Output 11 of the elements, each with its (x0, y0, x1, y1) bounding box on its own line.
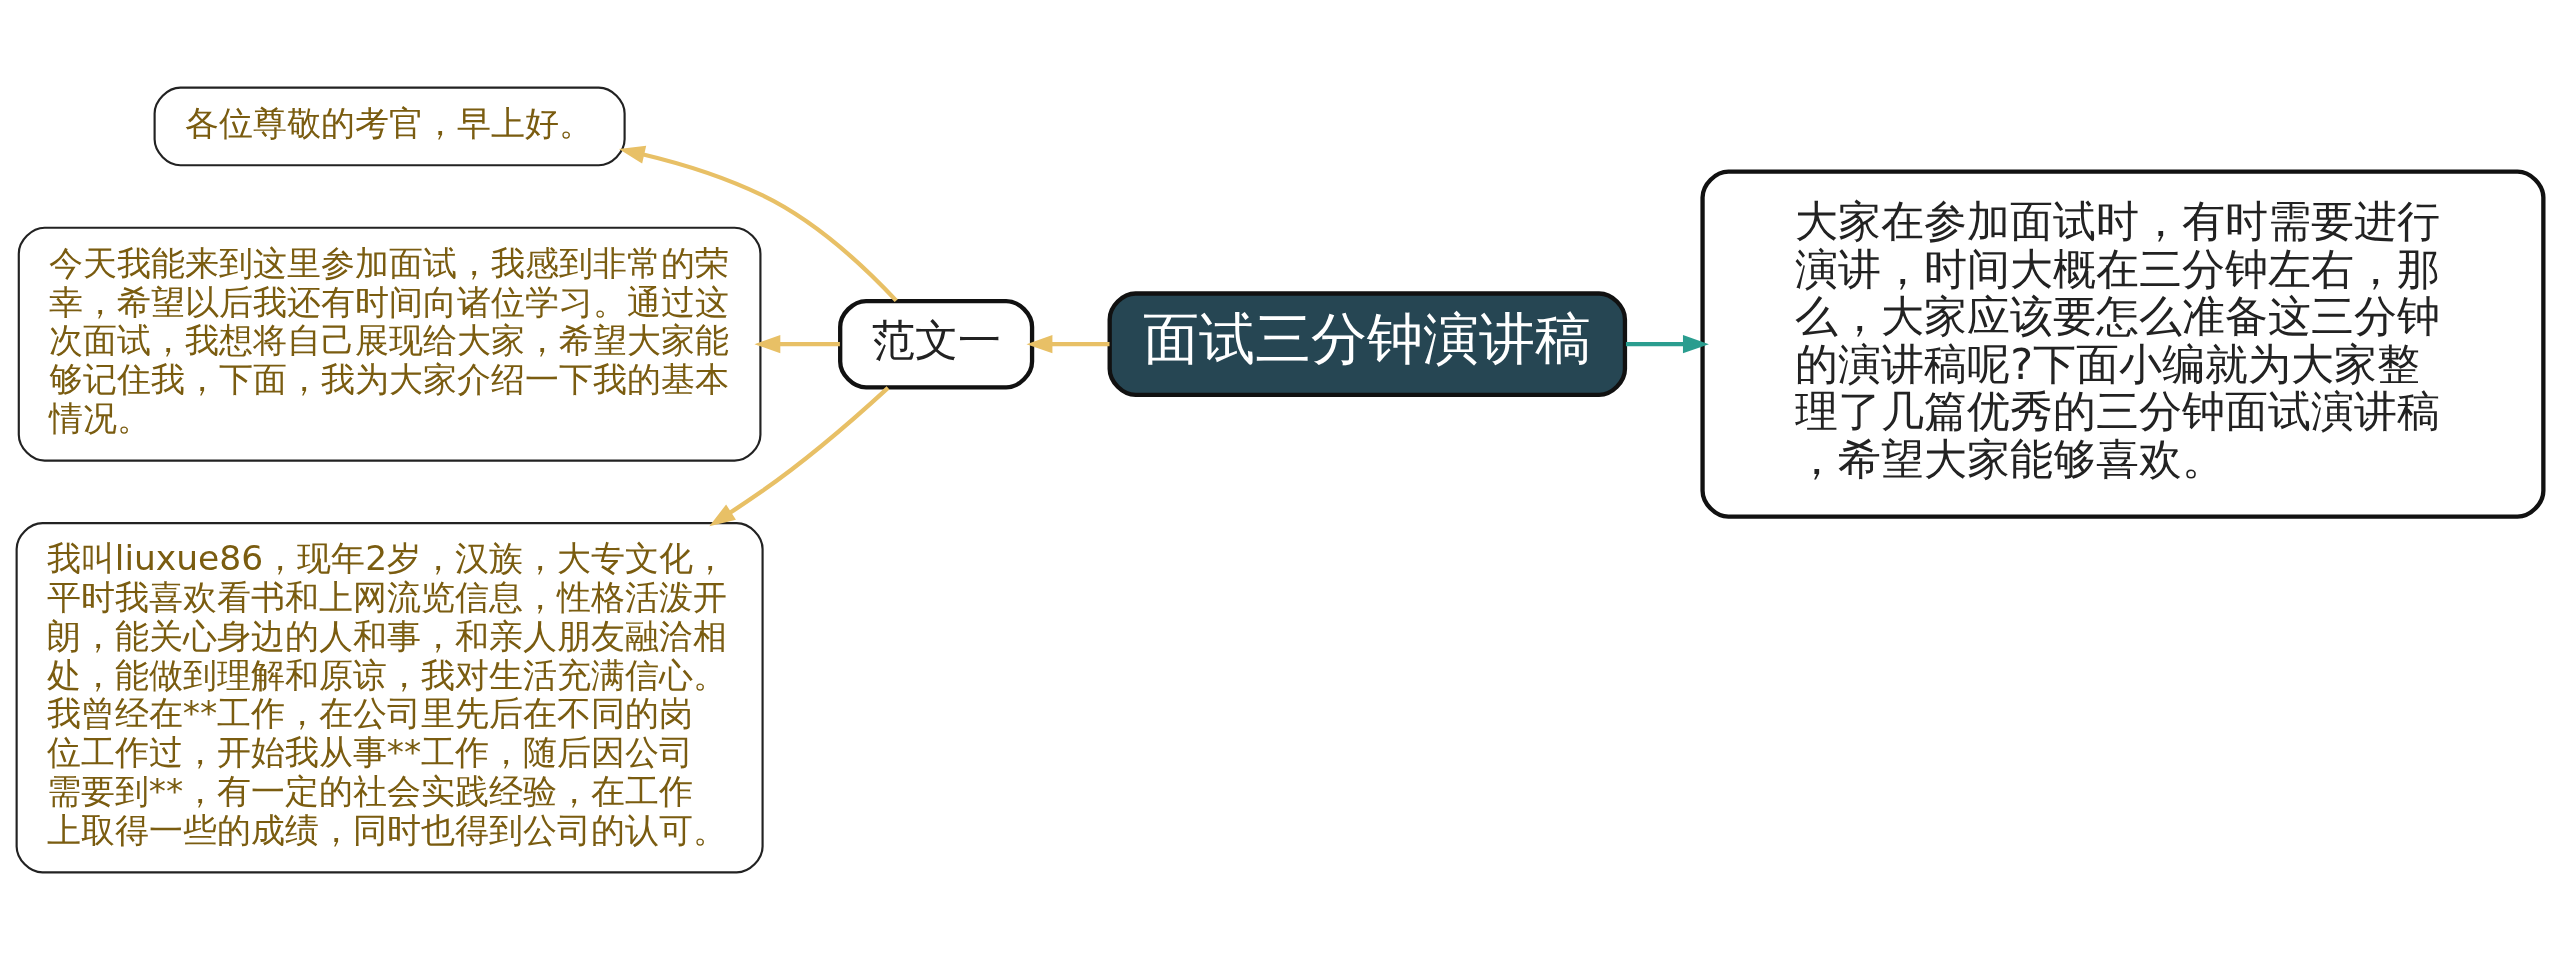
node-box: 我叫liuxue86，现年2岁，汉族，大专文化，平时我喜欢看书和上网流览信息，性格活泼开朗，能关心身边的人和事，和亲人朋友融洽相处，能做到理解和原谅，我对生活充满信心。我曾经在**工作，在公司里先后在不同的岗位工作过，开始我从事**工作，随后因公司需要到**，有一定的社会实践经验，在工作上取得一些的成绩，同时也得到公司的认可。 (15, 522, 764, 874)
arrow (618, 145, 898, 303)
node-box: 面试三分钟演讲稿 (1107, 291, 1628, 397)
arrow (754, 335, 840, 354)
node-box: 各位尊敬的考官，早上好。 (153, 86, 626, 167)
node-box: 范文一 (838, 298, 1035, 390)
node-box: 今天我能来到这里参加面试，我感到非常的荣幸，希望以后我还有时间向诸位学习。通过这次面试，我想将自己展现给大家，希望大家能够记住我，下面，我为大家介绍一下我的基本情况。 (17, 226, 762, 462)
arrow (709, 386, 890, 527)
arrow (1026, 335, 1110, 354)
node-box: 大家在参加面试时，有时需要进行演讲，时间大概在三分钟左右，那么，大家应该要怎么准备这三分钟的演讲稿呢?下面小编就为大家整理了几篇优秀的三分钟面试演讲稿，希望大家能够喜欢。 (1700, 169, 2546, 519)
arrow (1625, 335, 1709, 354)
